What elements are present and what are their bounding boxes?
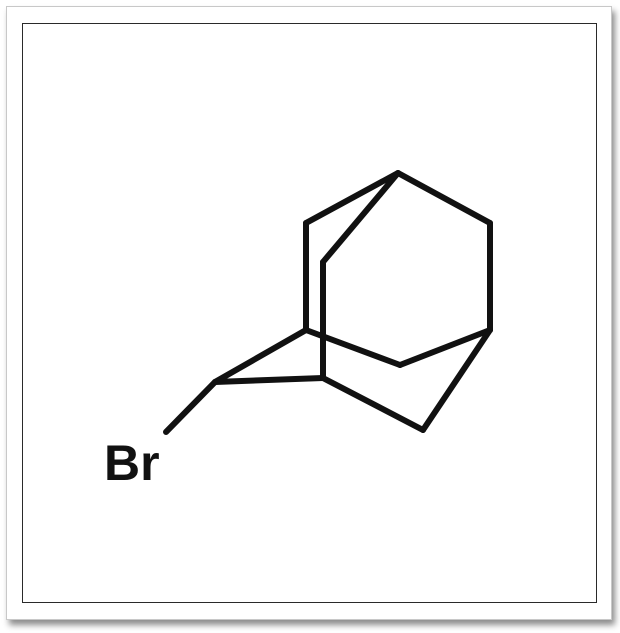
image-frame [6,6,612,620]
bond [303,170,401,226]
atom-label-br: Br [104,435,160,491]
structure-border [22,23,597,603]
bond [320,375,426,433]
bond [212,375,326,385]
bond-c-br [163,379,218,435]
bond [420,327,493,433]
bond [212,327,309,385]
bond [397,327,493,368]
bond [303,327,403,368]
bond-group [163,170,493,435]
bond [320,170,401,265]
bond [395,170,493,226]
